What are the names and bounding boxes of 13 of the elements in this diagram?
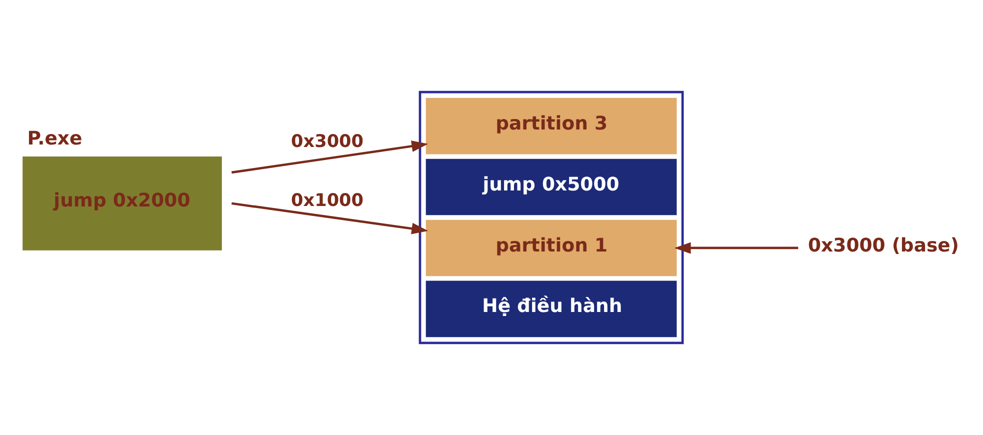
node-label: P.exe [27, 128, 82, 150]
edge-label: 0x1000 [291, 190, 364, 211]
node-text: 0x3000 (base) [808, 235, 959, 256]
node-box: jump 0x5000 [424, 156, 680, 218]
node-box: partition 3 [424, 96, 680, 157]
node-box: jump 0x2000 [22, 156, 222, 250]
arrow [231, 140, 428, 174]
node-box: Hệ điều hành [424, 278, 680, 340]
node-box: partition 1 [424, 218, 680, 278]
arrow [674, 242, 798, 254]
arrow [231, 202, 428, 234]
cluster [418, 90, 684, 344]
edge-label: 0x3000 [291, 132, 364, 152]
